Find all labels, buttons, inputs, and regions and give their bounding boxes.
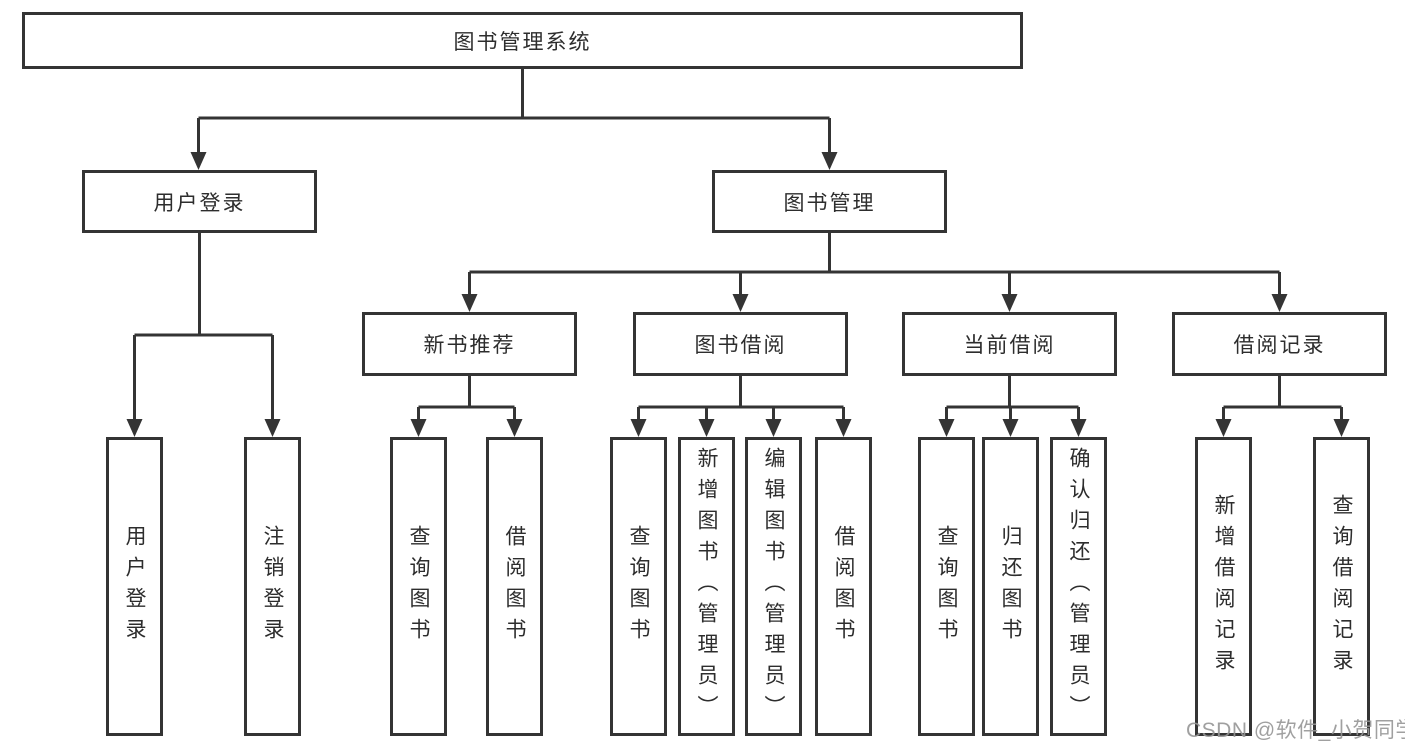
leaf-confirm-return-admin-label: 确认归还（管理员）	[1067, 447, 1090, 726]
arrowhead	[1333, 419, 1350, 437]
node-user-login: 用户登录	[82, 170, 317, 233]
arrowhead	[938, 419, 955, 437]
leaf-add-book-admin-label: 新增图书（管理员）	[695, 447, 718, 726]
node-borrow-records: 借阅记录	[1172, 312, 1387, 376]
leaf-query-borrow-record: 查询借阅记录	[1313, 437, 1370, 736]
arrowhead	[410, 419, 427, 437]
arrowhead	[190, 152, 207, 170]
node-book-mgmt-label: 图书管理	[783, 191, 876, 215]
connector-book-mgmt	[468, 233, 1281, 298]
node-root: 图书管理系统	[22, 12, 1023, 69]
arrowhead	[461, 294, 478, 312]
leaf-borrow-query-book-label: 查询图书	[627, 524, 650, 649]
leaf-add-borrow-record: 新增借阅记录	[1195, 437, 1252, 736]
leaf-newbook-borrow-book-label: 借阅图书	[503, 524, 526, 649]
arrowhead	[821, 152, 838, 170]
leaf-newbook-query-book: 查询图书	[390, 437, 447, 736]
node-book-mgmt: 图书管理	[712, 170, 947, 233]
arrowhead	[1070, 419, 1087, 437]
leaf-confirm-return-admin: 确认归还（管理员）	[1050, 437, 1107, 736]
connector-user-login	[133, 233, 274, 423]
arrowhead	[835, 419, 852, 437]
node-new-book-label: 新书推荐	[423, 334, 516, 357]
leaf-newbook-query-book-label: 查询图书	[407, 524, 430, 649]
leaf-borrow-query-book: 查询图书	[610, 437, 667, 736]
node-current-borrow: 当前借阅	[902, 312, 1117, 376]
leaf-return-book: 归还图书	[982, 437, 1039, 736]
node-book-borrow-label: 图书借阅	[694, 334, 787, 357]
leaf-edit-book-admin-label: 编辑图书（管理员）	[762, 447, 785, 726]
leaf-return-book-label: 归还图书	[999, 524, 1022, 649]
connector-current-borrow	[945, 376, 1080, 423]
arrowhead	[765, 419, 782, 437]
leaf-current-query-book-label: 查询图书	[935, 524, 958, 649]
connector-new-book	[417, 376, 516, 423]
node-book-borrow: 图书借阅	[633, 312, 848, 376]
leaf-query-borrow-record-label: 查询借阅记录	[1330, 493, 1353, 680]
node-user-login-label: 用户登录	[153, 191, 246, 215]
arrowhead	[698, 419, 715, 437]
leaf-user-login-label: 用户登录	[123, 524, 146, 649]
leaf-add-borrow-record-label: 新增借阅记录	[1212, 493, 1235, 680]
arrowhead	[506, 419, 523, 437]
connector-book-borrow	[637, 376, 845, 423]
leaf-user-login: 用户登录	[106, 437, 163, 736]
watermark-text: CSDN @软件_小贺同学	[1186, 719, 1405, 742]
arrowhead	[126, 419, 143, 437]
leaf-logout: 注销登录	[244, 437, 301, 736]
leaf-borrow-book-label: 借阅图书	[832, 524, 855, 649]
arrowhead	[630, 419, 647, 437]
arrowhead	[1001, 294, 1018, 312]
leaf-borrow-book: 借阅图书	[815, 437, 872, 736]
node-new-book: 新书推荐	[362, 312, 577, 376]
arrowhead	[1215, 419, 1232, 437]
leaf-newbook-borrow-book: 借阅图书	[486, 437, 543, 736]
leaf-logout-label: 注销登录	[261, 524, 284, 649]
node-current-borrow-label: 当前借阅	[963, 334, 1056, 357]
leaf-current-query-book: 查询图书	[918, 437, 975, 736]
node-borrow-records-label: 借阅记录	[1233, 334, 1326, 357]
connector-borrow-records	[1222, 376, 1343, 423]
connector-root	[197, 69, 831, 156]
leaf-edit-book-admin: 编辑图书（管理员）	[745, 437, 802, 736]
arrowhead	[264, 419, 281, 437]
arrowhead	[732, 294, 749, 312]
arrowhead	[1271, 294, 1288, 312]
leaf-add-book-admin: 新增图书（管理员）	[678, 437, 735, 736]
arrowhead	[1002, 419, 1019, 437]
node-root-label: 图书管理系统	[453, 30, 592, 54]
